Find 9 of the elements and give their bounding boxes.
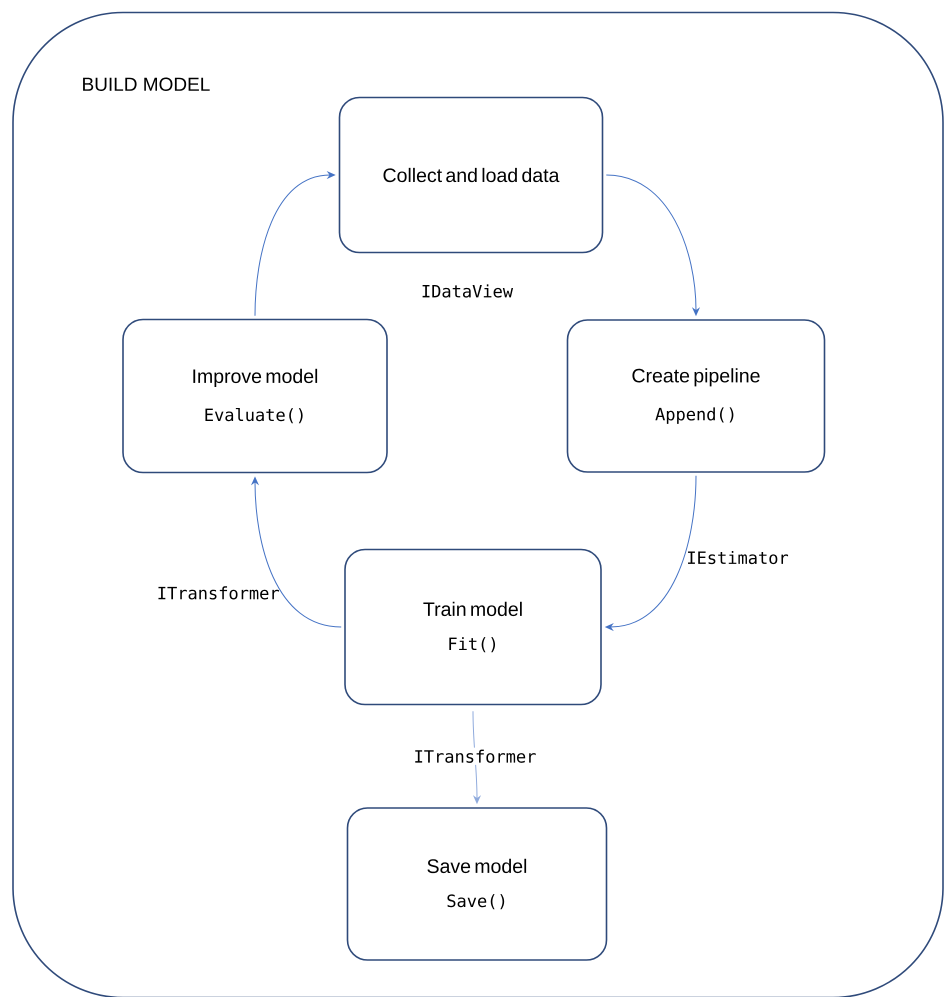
type-label: IDataView bbox=[422, 284, 514, 298]
process-box: Train model Fit() bbox=[344, 548, 602, 706]
process-box: Create pipeline Append() bbox=[566, 319, 826, 473]
edge-label: IEstimator bbox=[688, 550, 788, 564]
process-box: Save model Save() bbox=[346, 807, 608, 961]
edge-label: ITransformer bbox=[412, 748, 538, 765]
process-box: Collect and load data bbox=[338, 96, 604, 254]
edge-label: ITransformer bbox=[158, 586, 279, 600]
process-box: Improve model Evaluate() bbox=[122, 318, 388, 474]
